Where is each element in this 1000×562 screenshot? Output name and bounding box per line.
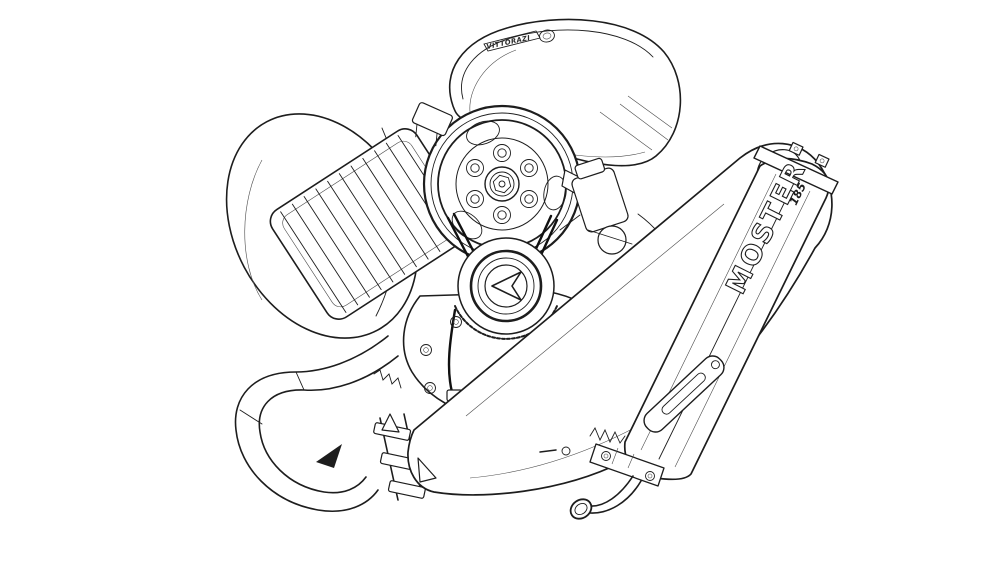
exhaust-spring [373,369,402,389]
exhaust-spring [589,427,626,444]
assembly-arrows [316,413,437,483]
brand-emblem-icon [491,271,522,301]
muffler-top-cap [753,141,839,195]
direction-arrow-icon [316,444,342,468]
brand-emblem-icon [539,29,555,43]
muffler-strap [643,355,725,433]
muffler-end-cap [589,427,665,487]
starter-cable [447,308,457,394]
outlet-pipe [569,475,642,520]
exhaust-header-pipe [234,335,402,512]
clutch-pulley [457,237,555,335]
flywheel-bolts [466,144,538,224]
direction-arrow-icon [417,457,437,483]
direction-arrow-icon [381,413,400,433]
carburetor [559,157,676,317]
ignition-coil [411,102,453,147]
hub-nut [484,166,520,202]
